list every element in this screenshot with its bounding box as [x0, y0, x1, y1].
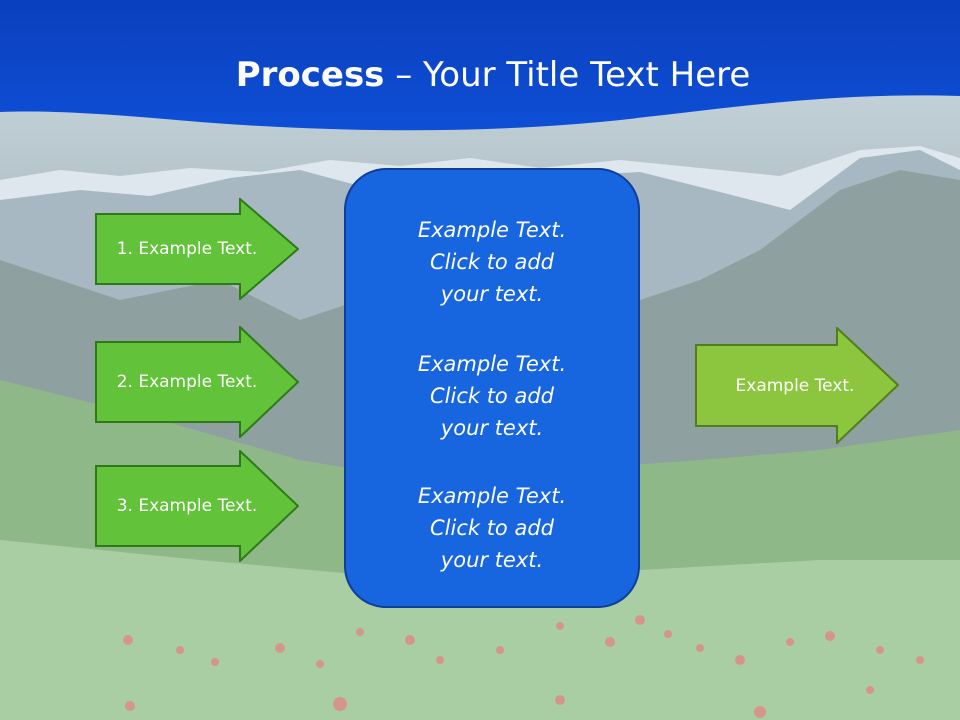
right-arrow-shape-icon — [695, 327, 899, 444]
block-1-line-2: Click to add — [429, 250, 554, 274]
block-1-line-1: Example Text. — [417, 218, 567, 242]
right-arrow-shape-icon — [95, 326, 299, 438]
left-arrow-2[interactable]: 2. Example Text. — [95, 326, 299, 438]
block-2-line-3: your text. — [440, 416, 544, 440]
center-text-block-1[interactable]: Example Text. Click to add your text. — [346, 214, 638, 310]
left-arrow-2-label: 2. Example Text. — [116, 372, 258, 392]
left-arrow-3-label: 3. Example Text. — [116, 496, 258, 516]
title-bold-part: Process — [235, 55, 385, 95]
block-1-line-3: your text. — [440, 282, 544, 306]
right-arrow-shape-icon — [95, 198, 299, 300]
center-text-block-2[interactable]: Example Text. Click to add your text. — [346, 348, 638, 444]
right-arrow-shape-icon — [95, 450, 299, 562]
title-rest-part: – Your Title Text Here — [384, 55, 751, 95]
block-2-line-1: Example Text. — [417, 352, 567, 376]
block-3-line-3: your text. — [440, 548, 544, 572]
block-3-line-1: Example Text. — [417, 484, 567, 508]
right-arrow-label: Example Text. — [735, 375, 855, 396]
slide-title[interactable]: Process – Your Title Text Here — [0, 52, 960, 98]
center-text-block-3[interactable]: Example Text. Click to add your text. — [346, 480, 638, 576]
right-arrow[interactable]: Example Text. — [695, 327, 899, 444]
block-3-line-2: Click to add — [429, 516, 554, 540]
left-arrow-3[interactable]: 3. Example Text. — [95, 450, 299, 562]
left-arrow-1[interactable]: 1. Example Text. — [95, 198, 299, 300]
header-band — [0, 0, 960, 131]
center-text-box[interactable]: Example Text. Click to add your text. Ex… — [344, 168, 640, 608]
block-2-line-2: Click to add — [429, 384, 554, 408]
left-arrow-1-label: 1. Example Text. — [116, 239, 258, 259]
